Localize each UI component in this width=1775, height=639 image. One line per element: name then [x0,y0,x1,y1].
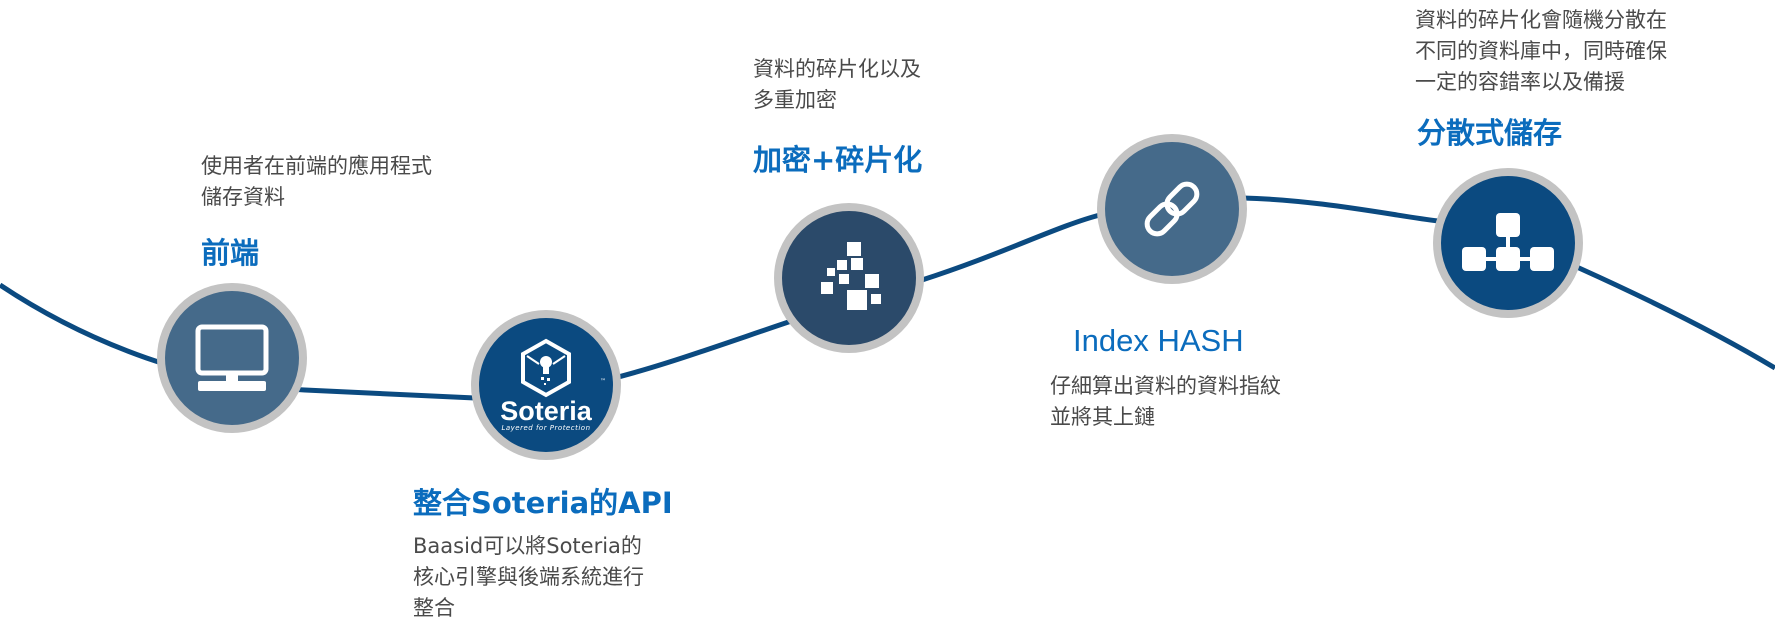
network-icon [1462,213,1554,271]
soteria-logo-tm: ™ [600,378,606,385]
step-encrypt-node [774,203,924,353]
step-hash-node [1097,134,1247,284]
step-distributed-node [1433,168,1583,318]
step-encrypt-description: 資料的碎片化以及 多重加密 [753,57,921,112]
step-hash-title: Index HASH [1073,323,1244,358]
soteria-logo-tagline: Layered for Protection [501,424,591,432]
monitor-icon [195,324,269,391]
step-frontend-title: 前端 [201,236,260,270]
step-distributed-title: 分散式儲存 [1417,116,1563,150]
step-soteria-description: Baasid可以將Soteria的 核心引擎與後端系統進行 整合 [413,534,644,620]
step-frontend-node [157,283,307,433]
fragments-icon [821,242,881,310]
chain-link-icon [1144,181,1200,237]
step-soteria-title: 整合Soteria的API [413,486,673,520]
step-hash-description: 仔細算出資料的資料指紋 並將其上鏈 [1050,374,1281,429]
step-soteria-node: Soteria Layered for Protection ™ [471,310,621,460]
soteria-logo-name: Soteria [500,396,592,426]
step-frontend-description: 使用者在前端的應用程式 儲存資料 [201,154,432,209]
soteria-cube-icon [521,338,571,398]
step-distributed-description: 資料的碎片化會隨機分散在 不同的資料庫中，同時確保 一定的容錯率以及備援 [1415,8,1667,94]
step-encrypt-title: 加密+碎片化 [753,143,923,177]
